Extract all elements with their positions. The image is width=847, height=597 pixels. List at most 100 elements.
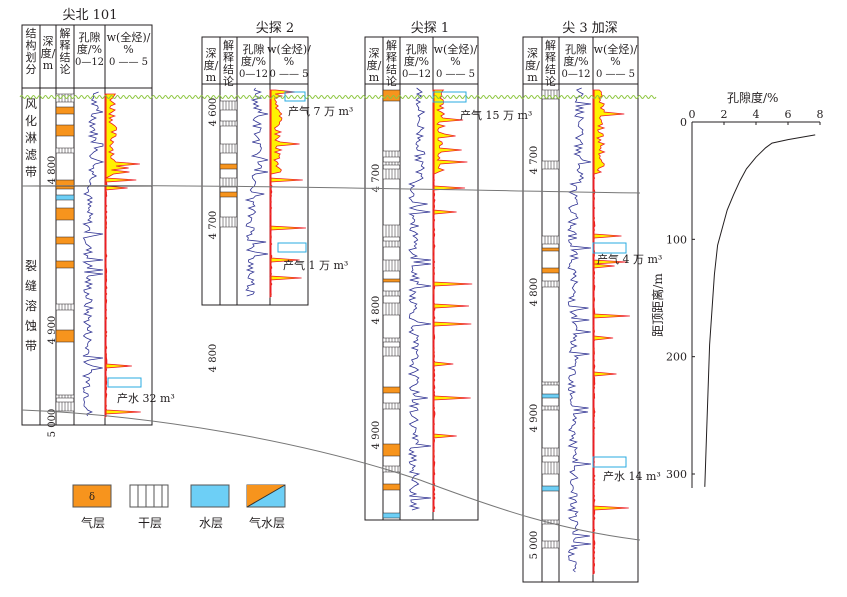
column-header-text: 解 — [223, 38, 234, 52]
column-header-text: 结 — [60, 51, 71, 64]
dry-layer — [382, 240, 401, 248]
test-result-jt2-2: 产气 1 万 m³ — [283, 259, 349, 272]
column-header-text: 深 — [527, 47, 538, 60]
dry-layer-box — [541, 540, 560, 549]
legend-swatch-gas: δ — [72, 484, 112, 508]
column-header-text: 分 — [26, 63, 37, 76]
column-header-text: w(全烃)/ — [594, 42, 638, 56]
test-interval-box — [592, 456, 627, 468]
dry-layer — [541, 461, 560, 475]
dry-layer — [219, 120, 238, 127]
chart-x-tick-label: 0 — [689, 108, 696, 121]
gas-layer — [55, 329, 75, 343]
porosity-curve — [81, 91, 105, 417]
column-header-text: 解 — [386, 38, 397, 52]
column-header-text: w(全烃)/ — [107, 30, 151, 44]
dry-layer-box — [382, 240, 401, 248]
gas-layer — [219, 163, 238, 170]
depth-tick-label: 4 700 — [371, 164, 382, 193]
column-header-text: 孔隙 — [79, 30, 101, 44]
gas-layer — [382, 278, 401, 283]
test-result-jt1: 产气 15 万 m³ — [460, 109, 533, 122]
column-header-text: 结 — [26, 27, 37, 40]
column-header-text: 深 — [369, 47, 380, 60]
test-result-jb101: 产水 32 m³ — [117, 392, 175, 405]
dry-layer-box — [541, 405, 560, 411]
dry-layer-box — [219, 143, 238, 154]
test-interval-box — [107, 377, 142, 388]
chart-y-tick-label: 0 — [680, 116, 687, 129]
column-header-text: 论 — [60, 62, 71, 76]
column-header-text: w(全烃)/ — [267, 42, 311, 56]
dry-layer — [382, 150, 401, 158]
column-header-text: w(全烃)/ — [434, 42, 478, 56]
test-interval-box — [284, 91, 306, 102]
legend-swatch-water — [190, 484, 230, 508]
dry-layer — [541, 405, 560, 411]
column-header-text: 划 — [26, 51, 37, 64]
dry-layer — [541, 280, 560, 288]
chart-x-tick-label: 4 — [753, 108, 760, 121]
column-header-text: 度/ — [204, 58, 219, 72]
porosity-curve — [407, 87, 432, 511]
porosity-curve — [567, 87, 592, 573]
total-hydrocarbon-curve — [104, 93, 141, 419]
gas-layer — [382, 443, 401, 457]
gas-layer — [55, 179, 75, 190]
zone-label-fracture: 带 — [25, 339, 37, 353]
correlation-line-top — [21, 185, 641, 194]
chart-y-tick-label: 200 — [666, 351, 687, 364]
dry-layer-box — [541, 461, 560, 475]
dry-layer-box — [541, 89, 560, 100]
depth-tick-label: 4 900 — [371, 421, 382, 450]
dry-layer — [382, 402, 401, 410]
dry-layer — [382, 259, 401, 272]
column-header-text: % — [610, 55, 620, 68]
dry-layer — [382, 290, 401, 297]
gas-layer — [541, 267, 560, 274]
gaswater-diag — [246, 484, 286, 508]
porosity-depth-series — [704, 134, 816, 487]
chart-xlabel: 孔隙度/% — [727, 91, 779, 105]
column-header-text: 0—12 — [239, 69, 268, 80]
dry-layer — [219, 143, 238, 154]
gas-layer — [55, 207, 75, 221]
dry-layer-box — [541, 160, 560, 170]
zone-label-fracture: 裂 — [25, 259, 37, 273]
zone-label-fracture: 蚀 — [25, 319, 37, 333]
column-header-text: 度/ — [41, 46, 56, 60]
dry-layer-box — [382, 224, 401, 238]
total-hydrocarbon-curve — [592, 89, 630, 576]
gas-layer — [541, 247, 560, 252]
well-title-j3js: 尖 3 加深 — [562, 21, 618, 36]
column-header-text: 解 — [545, 38, 556, 52]
dry-layer-box — [541, 381, 560, 386]
column-header-text: 论 — [223, 74, 234, 88]
column-header-text: 0 —— 5 — [269, 69, 308, 80]
column-header-text: 释 — [223, 51, 234, 64]
unconformity-line — [19, 95, 657, 99]
dry-layer — [541, 447, 560, 457]
column-header-text: % — [450, 55, 460, 68]
chart-y-tick-label: 100 — [666, 233, 687, 246]
column-header-text: m — [527, 71, 538, 84]
chart-x-tick-label: 2 — [721, 108, 728, 121]
dry-layer — [382, 161, 401, 166]
dry-layer-box — [219, 120, 238, 127]
dry-layer-box — [219, 216, 238, 228]
depth-tick-label: 4 600 — [208, 98, 219, 127]
column-header-text: 0—12 — [402, 69, 431, 80]
column-header-text: 0 —— 5 — [436, 69, 475, 80]
column-header-text: 0 —— 5 — [109, 57, 148, 68]
dry-layer-box — [382, 168, 401, 180]
zone-label-weathering: 风 — [25, 97, 37, 111]
depth-tick-label: 4 700 — [529, 146, 540, 175]
dry-layer — [219, 100, 238, 111]
dry-layer-box — [219, 177, 238, 188]
gas-layer — [55, 260, 75, 269]
chart-x-tick-label: 8 — [817, 108, 824, 121]
column-header-text: m — [43, 59, 54, 72]
column-header-text: 0 —— 5 — [596, 69, 635, 80]
column-header-text: 0—12 — [561, 69, 590, 80]
